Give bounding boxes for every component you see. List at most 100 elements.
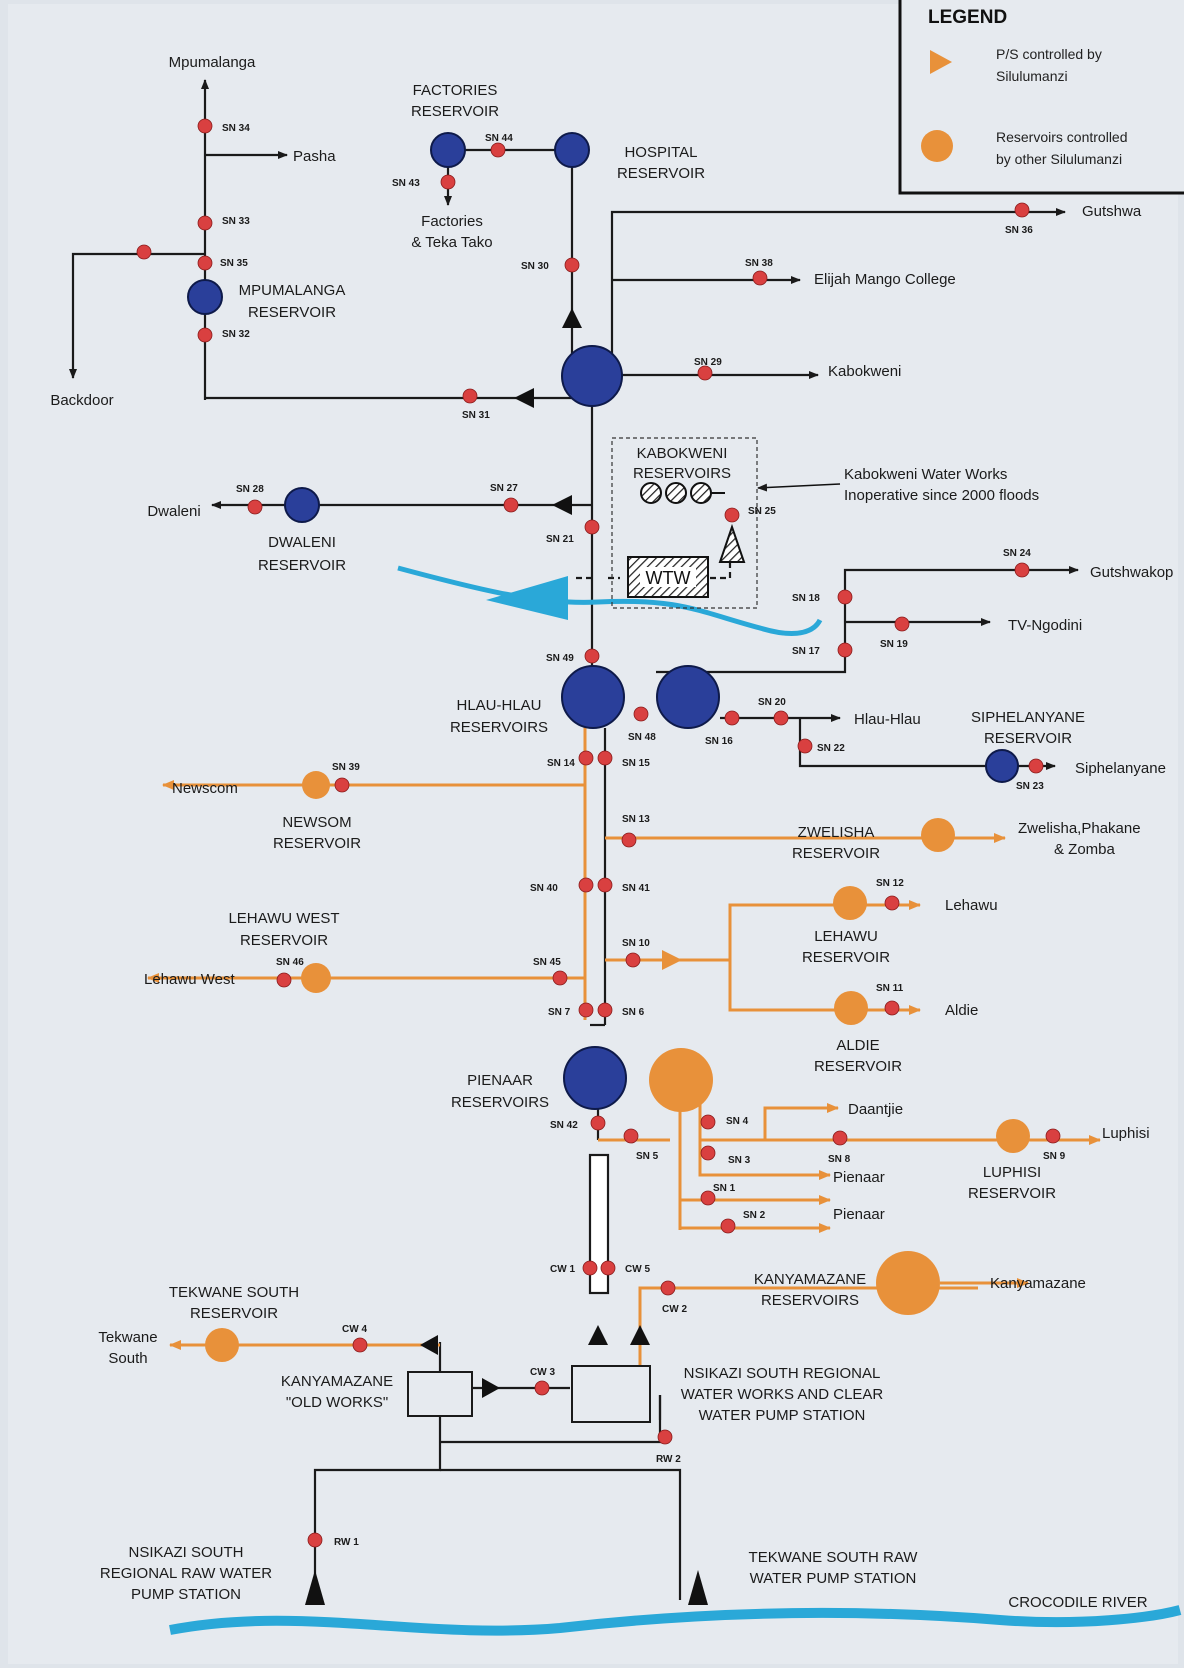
label-pienaar-res-1: PIENAAR [467,1072,533,1089]
label-sn22: SN 22 [817,743,845,754]
label-nsikazi-raw-1: NSIKAZI SOUTH [128,1544,243,1561]
note-pointer [757,483,841,492]
label-sn11: SN 11 [876,983,904,994]
reservoir-hlau-hlau-2 [656,665,720,729]
label-luphisi: Luphisi [1102,1125,1150,1142]
legend-item2-line1: Reservoirs controlled [996,129,1128,145]
valve-sn40 [578,877,594,893]
label-zwelisha-res-2: RESERVOIR [792,845,880,862]
label-tekwane-south-res-1: TEKWANE SOUTH [169,1284,299,1301]
valve-sn25 [724,507,740,523]
label-factories-1: Factories [421,213,483,230]
valve-sn39 [334,777,350,793]
label-sn1: SN 1 [713,1183,736,1194]
label-siphelanyane-res-2: RESERVOIR [984,730,1072,747]
legend: LEGEND P/S controlled by Silulumanzi Res… [898,0,1184,195]
valve-sn43 [440,174,456,190]
valve-sn35 [197,255,213,271]
label-elijah: Elijah Mango College [814,271,956,288]
valve-sn20 [773,710,789,726]
label-old-works-2: "OLD WORKS" [286,1394,388,1411]
label-aldie: Aldie [945,1002,978,1019]
valve-sn33 [197,215,213,231]
label-sn48: SN 48 [628,732,656,743]
pipe-to-pienaar1 [698,1100,831,1180]
place-labels: Mpumalanga Pasha Backdoor MPUMALANGA RES… [50,54,1173,1611]
valve-cw5 [600,1260,616,1276]
valve-sn10 [625,952,641,968]
reservoir-aldie [834,991,868,1025]
valve-sn29 [697,365,713,381]
river-upper-arrow [486,576,568,620]
pump-mpumalanga [514,388,534,408]
valve-sn34 [197,118,213,134]
label-sn21: SN 21 [546,534,574,545]
label-sn3: SN 3 [728,1155,751,1166]
label-sn13: SN 13 [622,814,650,825]
pump-cw4 [420,1335,438,1355]
label-newscom: Newscom [172,780,238,797]
label-sn12: SN 12 [876,878,904,889]
reservoir-pienaar-orange [649,1048,713,1112]
label-rw1: RW 1 [334,1537,359,1548]
label-sn42: SN 42 [550,1120,578,1131]
pipe-to-gutshwa [610,208,1066,378]
valve-sn28 [247,499,263,515]
label-dwaleni-res-1: DWALENI [268,534,336,551]
label-sn29: SN 29 [694,357,722,368]
label-dwaleni-res-2: RESERVOIR [258,557,346,574]
valve-sn21 [584,519,600,535]
label-tv-ngodini: TV-Ngodini [1008,617,1082,634]
reservoir-pienaar [563,1046,627,1110]
reservoir-tekwane-south [205,1328,239,1362]
label-sn18: SN 18 [792,593,820,604]
label-pasha: Pasha [293,148,336,165]
label-lehawu-west-res-1: LEHAWU WEST [228,910,339,927]
legend-title: LEGEND [928,7,1007,28]
pipe-to-siphelanyane [798,718,1056,770]
wtw-label-bg [640,567,696,587]
label-kanyamazane-res-2: RESERVOIRS [761,1292,859,1309]
label-nsikazi-raw-2: REGIONAL RAW WATER [100,1565,272,1582]
label-sn24: SN 24 [1003,548,1031,559]
label-cw5: CW 5 [625,1264,650,1275]
label-newsom-res-2: RESERVOIR [273,835,361,852]
label-lehawu: Lehawu [945,897,998,914]
kabokweni-tank-2 [665,482,687,504]
label-sn27: SN 27 [490,483,518,494]
label-sn15: SN 15 [622,758,650,769]
label-siphelanyane: Siphelanyane [1075,760,1166,777]
valve-sn23 [1028,758,1044,774]
label-lehawu-west-res-2: RESERVOIR [240,932,328,949]
pump-cw2 [630,1325,650,1345]
label-rw2: RW 2 [656,1454,681,1465]
label-sn41: SN 41 [622,883,650,894]
valve-sn16 [724,710,740,726]
valve-sn48 [633,706,649,722]
reservoir-newsom [302,771,330,799]
label-sn9: SN 9 [1043,1151,1066,1162]
label-sn30: SN 30 [521,261,549,272]
label-kabokweni: Kabokweni [828,363,901,380]
valve-cw1 [582,1260,598,1276]
valve-sn1 [700,1190,716,1206]
wtw-label: WTW [646,568,691,588]
reservoir-lehawu [833,886,867,920]
label-zwelisha-2: & Zomba [1054,841,1116,858]
pipe-to-backdoor [69,252,205,379]
legend-item2-line2: by other Silulumanzi [996,151,1122,167]
reservoir-kanyamazane [876,1251,940,1315]
valve-sn41 [597,877,613,893]
label-tekwane-raw-2: WATER PUMP STATION [750,1570,917,1587]
valve-sn12 [884,895,900,911]
label-luphisi-res-2: RESERVOIR [968,1185,1056,1202]
reservoir-zwelisha [921,818,955,852]
label-sn32: SN 32 [222,329,250,340]
reservoir-hlau-hlau-1 [561,665,625,729]
valve-sn17 [837,642,853,658]
valve-sn8 [832,1130,848,1146]
label-backdoor: Backdoor [50,392,113,409]
label-lehawu-res-2: RESERVOIR [802,949,890,966]
valve-sn19 [894,616,910,632]
